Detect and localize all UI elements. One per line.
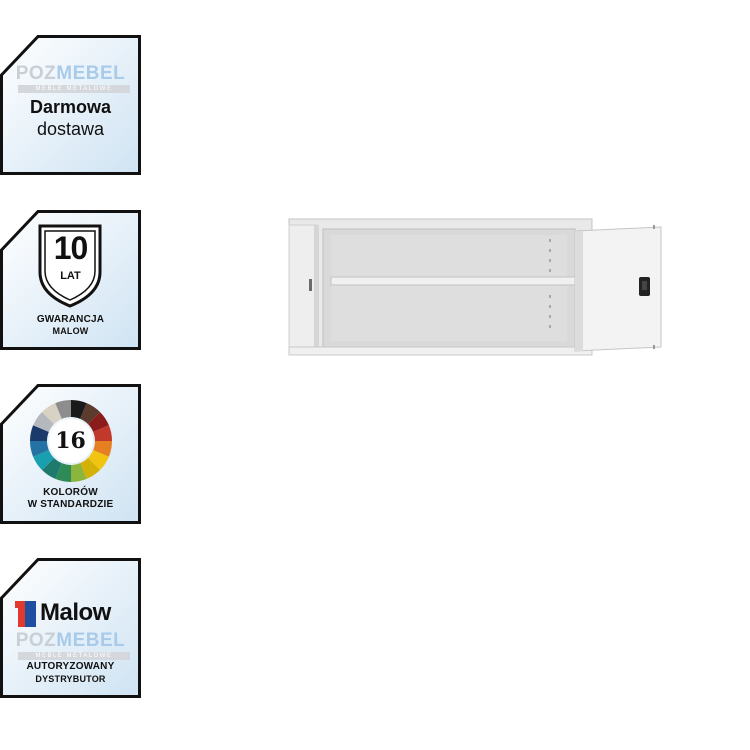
pozmebel-logo: POZMEBEL <box>15 630 126 651</box>
color-swatch <box>71 463 87 482</box>
color-swatch <box>55 463 71 482</box>
pozmebel-subtitle: MEBLE METALOWE <box>18 652 130 660</box>
color-swatch <box>87 412 109 432</box>
distributor-badge: Malow POZMEBEL MEBLE METALOWE AUTORYZOWA… <box>0 558 141 698</box>
color-wheel-icon <box>30 400 112 482</box>
malow-brand: Malow <box>40 599 111 626</box>
warranty-unit: LAT <box>60 270 81 282</box>
color-swatch <box>30 441 49 457</box>
delivery-line1: Darmowa <box>29 97 112 117</box>
color-swatch <box>55 400 71 419</box>
cabinet-product-image <box>288 218 662 356</box>
delivery-line2: dostawa <box>36 119 105 139</box>
warranty-line2: MALOW <box>52 326 89 336</box>
warranty-badge: 10 LAT GWARANCJA MALOW <box>0 210 141 350</box>
shield-icon <box>38 224 102 308</box>
color-swatch <box>71 400 87 419</box>
badge-frame <box>0 558 141 698</box>
free-delivery-badge: POZMEBEL MEBLE METALOWE Darmowa dostawa <box>0 35 141 175</box>
color-swatch <box>93 441 112 457</box>
pozmebel-logo: POZMEBEL <box>15 63 126 84</box>
color-swatch <box>93 425 112 441</box>
color-swatch <box>33 450 55 470</box>
colors-line1: KOLORÓW <box>43 487 98 498</box>
warranty-line1: GWARANCJA <box>36 314 105 325</box>
color-swatch <box>42 403 62 425</box>
color-swatch <box>30 425 49 441</box>
pozmebel-subtitle: MEBLE METALOWE <box>18 85 130 93</box>
badge-frame <box>0 35 141 175</box>
warranty-years: 10 <box>53 230 89 266</box>
distributor-line2: DYSTRYBUTOR <box>35 674 106 684</box>
color-swatch <box>80 403 100 425</box>
badge-frame <box>0 210 141 350</box>
distributor-line1: AUTORYZOWANY <box>26 661 115 672</box>
badge-frame <box>0 384 141 524</box>
color-swatch <box>42 457 62 479</box>
colors-badge: 16 KOLORÓW W STANDARDZIE <box>0 384 141 524</box>
color-swatch <box>33 412 55 432</box>
malow-logo-icon <box>15 601 36 627</box>
colors-count: 16 <box>55 428 86 454</box>
colors-line2: W STANDARDZIE <box>27 499 114 510</box>
color-swatch <box>80 457 100 479</box>
color-swatch <box>87 450 109 470</box>
